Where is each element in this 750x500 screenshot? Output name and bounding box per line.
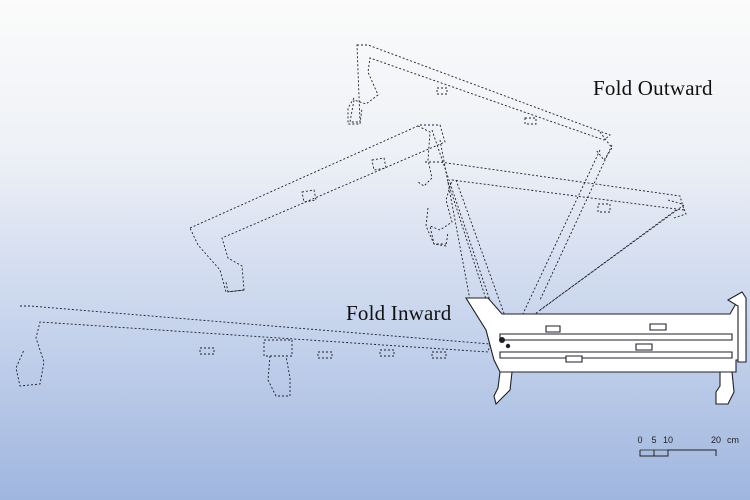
scale-unit: cm — [727, 435, 739, 445]
fold-outward-label: Fold Outward — [593, 76, 713, 100]
scale-tick-5: 5 — [651, 435, 657, 445]
scale-tick-20: 20 — [710, 435, 722, 445]
hinge-mark — [499, 337, 511, 349]
scale-tick-10: 10 — [662, 435, 674, 445]
bed-outline-raised-right — [425, 161, 687, 247]
bed-outline-outward-top — [347, 44, 613, 161]
scale-bar: 0 5 10 20 cm — [630, 435, 746, 463]
folding-motion-lines — [431, 129, 685, 337]
scale-bar-graphic — [639, 449, 717, 457]
bed-outline-tilted-left — [189, 124, 446, 293]
bed-solid-inward — [465, 291, 747, 406]
bed-outline-extended-left — [15, 305, 491, 397]
fold-inward-label: Fold Inward — [346, 301, 452, 325]
scale-tick-0: 0 — [637, 435, 643, 445]
